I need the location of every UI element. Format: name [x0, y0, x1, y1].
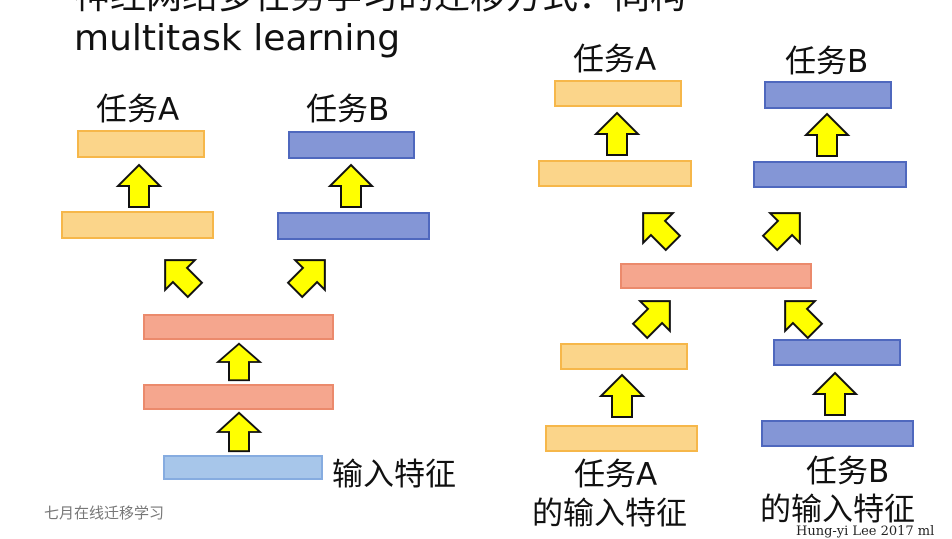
page-title: 神经网络多任务学习的迁移方式：同构 multitask learning: [74, 0, 686, 60]
left-task-a-up-arrow: [115, 163, 163, 209]
left-task-b-up-arrow: [327, 163, 375, 209]
author-credit: Hung-yi Lee 2017 ml: [796, 524, 935, 539]
right-task-b-layer: [753, 161, 907, 188]
title-line-2: multitask learning: [74, 18, 401, 59]
right-input-b-merge-arrow: [777, 293, 824, 340]
right-input-a-label-line-2: 的输入特征: [532, 496, 687, 532]
right-task-a-top-layer: [554, 80, 682, 107]
left-task-b-label: 任务B: [306, 92, 390, 128]
left-shared-layer-bottom: [143, 384, 334, 410]
right-input-a-merge-arrow: [631, 293, 678, 340]
left-task-a-label: 任务A: [96, 92, 180, 128]
right-input-b-layer: [761, 420, 914, 447]
right-input-a-hidden-layer: [560, 343, 688, 370]
left-input-layer: [163, 455, 323, 480]
right-task-b-up-arrow: [803, 112, 851, 158]
left-task-b-layer: [277, 212, 430, 240]
source-watermark: 七月在线迁移学习: [44, 504, 165, 522]
left-shared-up-arrow: [215, 342, 263, 382]
right-task-b-label: 任务B: [785, 44, 869, 80]
right-shared-layer: [620, 263, 812, 289]
right-input-b-hidden-layer: [773, 339, 901, 366]
right-input-b-label-line-2: 的输入特征: [760, 492, 915, 528]
right-input-a-layer: [545, 425, 698, 452]
right-task-a-label: 任务A: [573, 42, 657, 78]
right-input-a-label-line-1: 任务A: [574, 457, 658, 493]
left-shared-layer-top: [143, 314, 334, 340]
right-input-a-up-arrow: [598, 373, 646, 419]
title-line-1: 神经网络多任务学习的迁移方式：同构: [74, 0, 686, 18]
left-task-a-layer: [61, 211, 214, 239]
right-task-a-layer: [538, 160, 692, 187]
left-input-label: 输入特征: [332, 457, 456, 493]
right-task-b-top-layer: [764, 81, 892, 109]
right-input-b-label-line-1: 任务B: [806, 454, 890, 490]
left-branch-a-arrow: [157, 252, 204, 299]
right-branch-a-arrow: [635, 205, 682, 252]
left-task-b-top-layer: [288, 131, 415, 159]
left-branch-b-arrow: [286, 252, 333, 299]
right-branch-b-arrow: [761, 205, 808, 252]
left-task-a-top-layer: [77, 130, 205, 158]
right-input-b-up-arrow: [811, 371, 859, 417]
left-input-up-arrow: [215, 411, 263, 453]
right-task-a-up-arrow: [593, 111, 641, 157]
